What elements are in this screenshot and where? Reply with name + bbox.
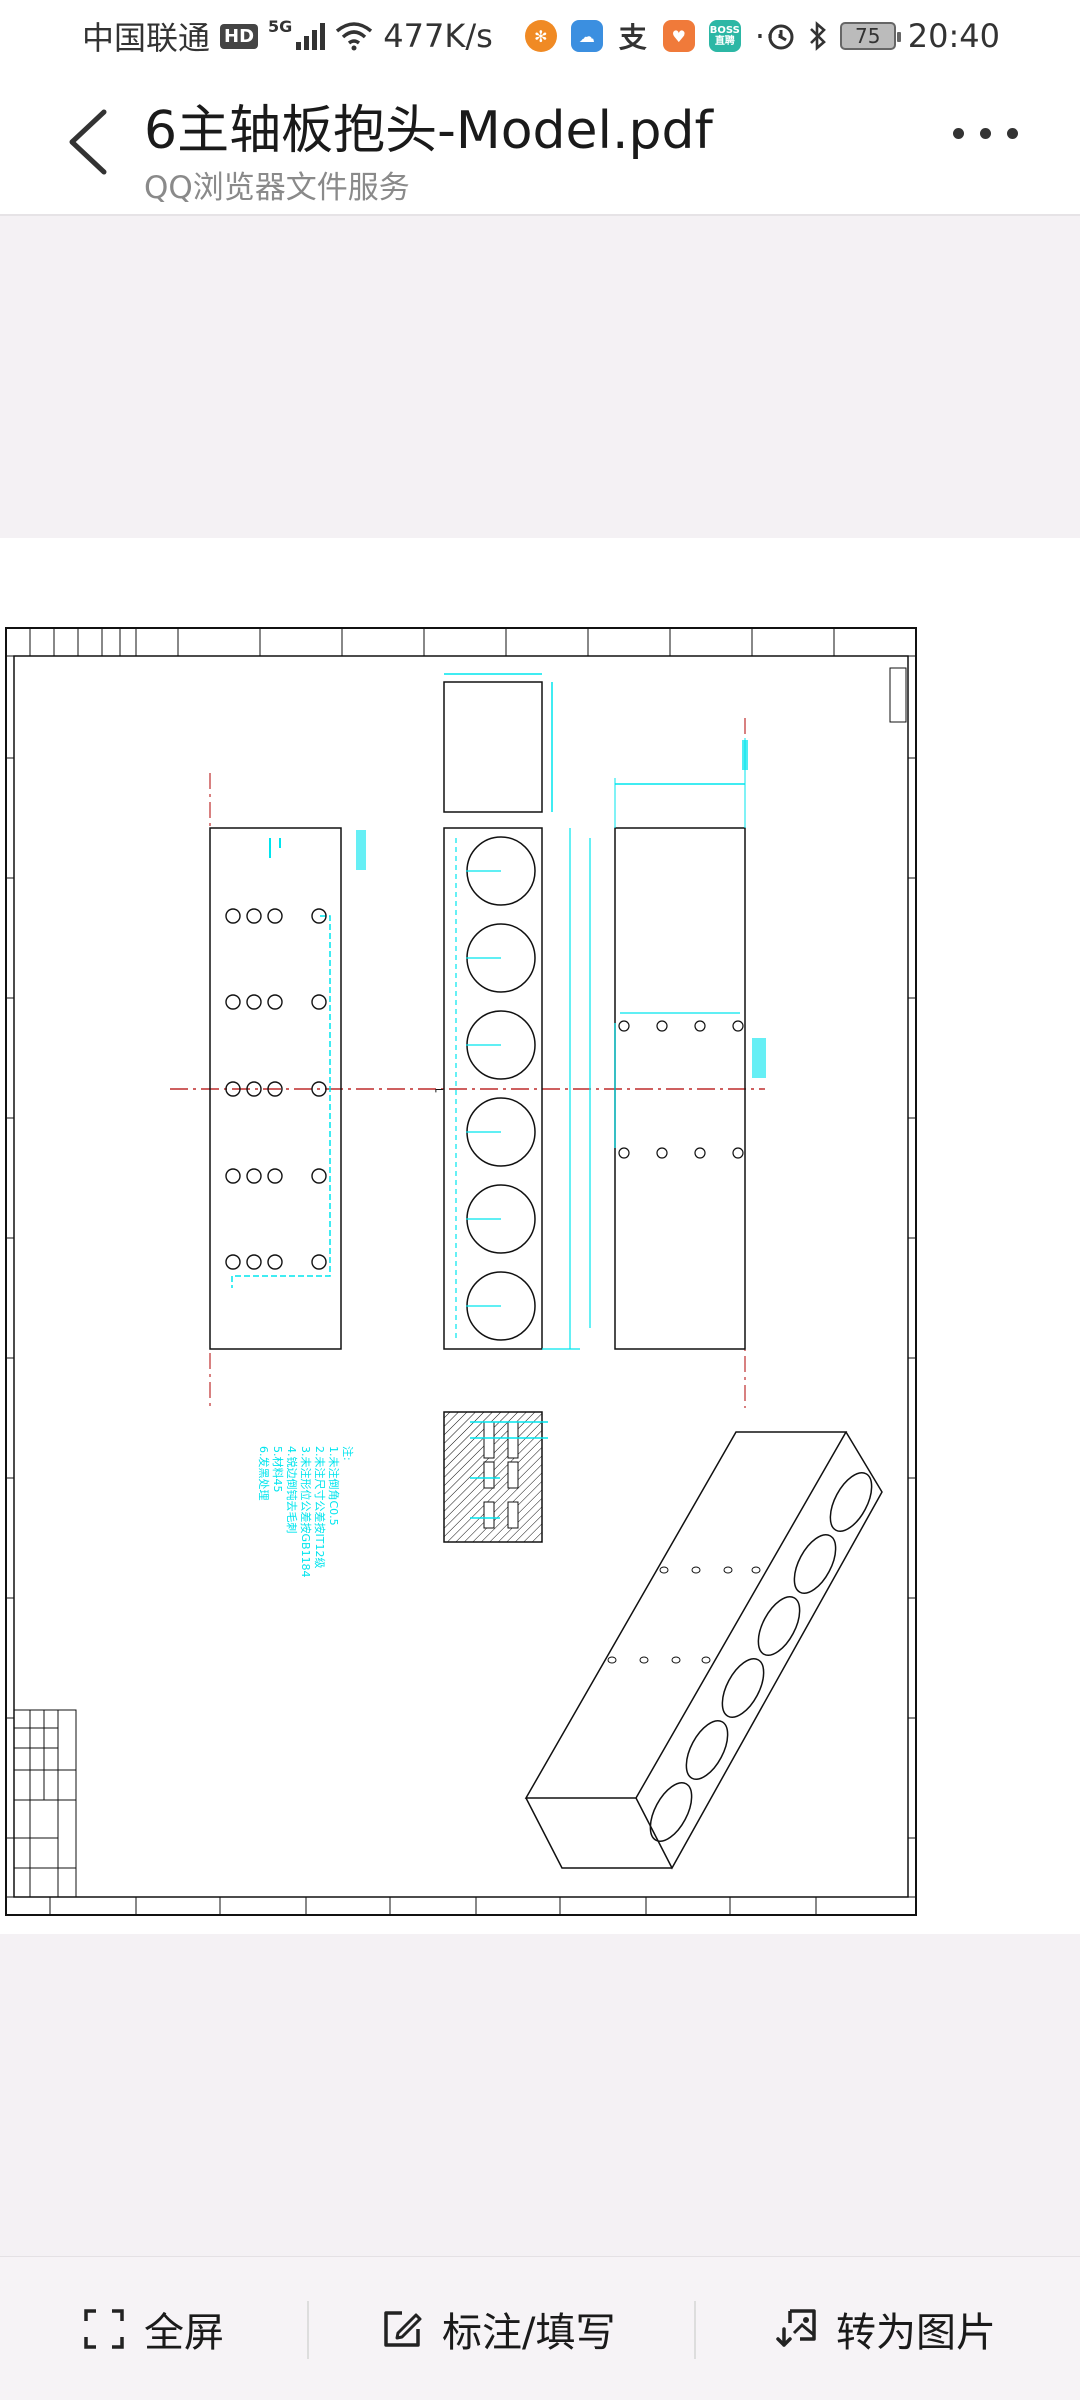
bottom-toolbar: 全屏 标注/填写 转为图片 [0,2256,1080,2400]
to-image-label: 转为图片 [836,2310,996,2356]
pdf-page[interactable]: ⌐ [0,538,1080,1934]
view-middle: ⌐ [434,673,591,1350]
note-2: 2.未注尺寸公差按IT12级 [313,1446,327,1568]
note-3: 3.未注形位公差按GB1184 [299,1446,313,1578]
status-right: 75 20:40 [766,14,1000,58]
chevron-left-icon[interactable] [60,102,120,182]
zone-strip-bottom [6,1896,916,1915]
carrier-label: 中国联通 [82,19,211,57]
alipay-icon: 支 [616,20,649,54]
document-title: 6主轴板抱头-Model.pdf [144,101,713,161]
annotate-label: 标注/填写 [442,2310,616,2356]
svg-text:⌐: ⌐ [434,1083,444,1097]
convert-to-image-button[interactable]: 转为图片 [774,2257,996,2400]
notification-icons: ✻ ☁ 支 ♥ BOSS 直聘 ··· [524,17,785,55]
document-source: QQ浏览器文件服务 [144,170,410,206]
cad-drawing: ⌐ [5,627,917,1916]
fullscreen-label: 全屏 [144,2310,224,2356]
clock: 20:40 [907,17,1000,55]
alarm-icon [768,24,794,50]
zone-strip-top [6,628,916,657]
signal-icon [296,22,326,50]
status-bar: 中国联通 HD 5G 477K/s ✻ ☁ 支 ♥ BOSS 直聘 ··· 75… [0,0,1080,72]
drawing-frame-inner [13,655,909,1898]
edit-icon [384,2311,422,2347]
view-isometric [524,1431,883,1870]
boss-zhipin-icon: BOSS 直聘 [708,20,741,52]
cloud-blue-icon: ☁ [570,20,603,52]
health-icon: ♥ [662,20,695,52]
annotate-button[interactable]: 标注/填写 [380,2257,615,2400]
wifi-icon [336,22,373,51]
image-convert-icon [776,2309,816,2347]
fullscreen-icon [84,2309,124,2349]
settings-orange-icon: ✻ [524,20,557,52]
bluetooth-icon [809,21,826,51]
note-1: 1.未注倒角C0.5 [327,1446,341,1526]
fullscreen-button[interactable]: 全屏 [82,2257,224,2400]
network-type: 5G [268,16,293,36]
hd-badge: HD [220,23,259,49]
notes-title: 注: [341,1446,355,1461]
network-speed: 477K/s [383,17,493,55]
title-block [13,1709,77,1898]
title-bar: 6主轴板抱头-Model.pdf QQ浏览器文件服务 [0,72,1080,216]
zone-strip-sides [6,757,916,1839]
corner-stamp [889,667,907,723]
view-left [209,773,366,1408]
drawing-frame-outer [5,627,917,1916]
note-6: 6.发黑处理 [257,1446,271,1501]
battery-level: 75 [855,24,881,48]
view-right [614,718,766,1408]
view-section [443,1411,548,1543]
note-4: 4.锐边倒钝去毛刺 [285,1446,299,1534]
note-5: 5.材料45 [271,1446,285,1493]
battery-icon: 75 [839,22,901,50]
drawing-notes: 注: 1.未注倒角C0.5 2.未注尺寸公差按IT12级 3.未注形位公差按GB… [257,1446,355,1578]
more-dots-icon[interactable] [953,128,1018,139]
status-left: 中国联通 HD 5G 477K/s ✻ ☁ 支 ♥ BOSS 直聘 ··· [82,14,785,58]
toolbar-divider [307,2301,309,2359]
toolbar-divider [694,2301,696,2359]
